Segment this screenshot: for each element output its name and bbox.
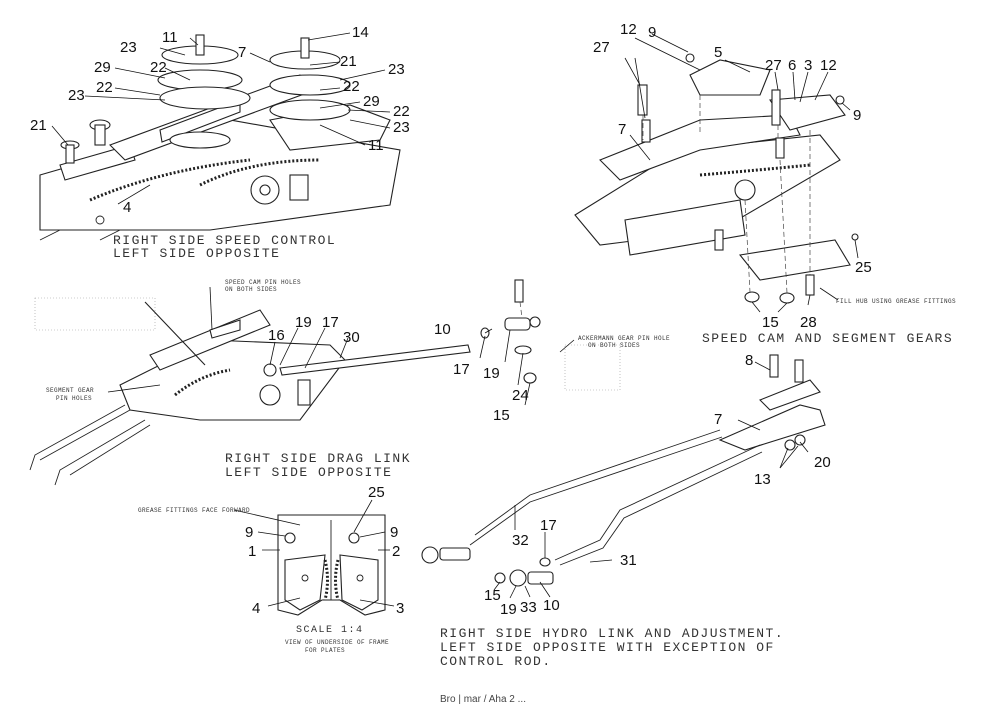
callout-number: 4 bbox=[252, 600, 260, 617]
callout-number: 23 bbox=[393, 119, 410, 136]
callout-number: 8 bbox=[745, 352, 753, 369]
caption-underside-2: FOR PLATES bbox=[305, 647, 345, 654]
callout-number: 5 bbox=[714, 44, 722, 61]
callout-number: 22 bbox=[150, 59, 167, 76]
callout-number: 21 bbox=[340, 53, 357, 70]
callout-number: 7 bbox=[618, 121, 626, 138]
callout-number: 7 bbox=[238, 44, 246, 61]
callout-number: 19 bbox=[500, 601, 517, 618]
caption-drag-link-2: LEFT SIDE OPPOSITE bbox=[225, 465, 392, 480]
callout-number: 13 bbox=[754, 471, 771, 488]
hydro-link-assembly bbox=[421, 354, 826, 587]
callout-number: 6 bbox=[788, 57, 796, 74]
leader-lines bbox=[51, 32, 859, 607]
callout-number: 3 bbox=[804, 57, 812, 74]
callout-number: 17 bbox=[453, 361, 470, 378]
caption-drag-link-1: RIGHT SIDE DRAG LINK bbox=[225, 451, 411, 466]
caption-speed-control-2: LEFT SIDE OPPOSITE bbox=[113, 246, 280, 261]
callout-number: 15 bbox=[762, 314, 779, 331]
callout-number: 10 bbox=[434, 321, 451, 338]
note-ackermann-1: ACKERMANN GEAR PIN HOLE bbox=[578, 335, 670, 342]
drag-link-assembly bbox=[29, 279, 621, 486]
callout-number: 23 bbox=[68, 87, 85, 104]
callout-number: 16 bbox=[268, 327, 285, 344]
caption-underside-1: VIEW OF UNDERSIDE OF FRAME bbox=[285, 639, 389, 646]
callout-number: 2 bbox=[392, 543, 400, 560]
callout-number: 11 bbox=[162, 29, 178, 46]
callout-number: 9 bbox=[390, 524, 398, 541]
caption-hydro-2: LEFT SIDE OPPOSITE WITH EXCEPTION OF bbox=[440, 640, 775, 655]
callout-number: 12 bbox=[620, 21, 637, 38]
callout-numbers: 11 14 23 7 21 23 29 22 22 22 23 29 22 21… bbox=[30, 21, 872, 618]
callout-number: 30 bbox=[343, 329, 360, 346]
callout-number: 19 bbox=[483, 365, 500, 382]
callout-number: 23 bbox=[120, 39, 137, 56]
note-speed-cam-pin-1: SPEED CAM PIN HOLES bbox=[225, 279, 301, 286]
note-speed-cam-pin-2: ON BOTH SIDES bbox=[225, 286, 277, 293]
callout-number: 25 bbox=[368, 484, 385, 501]
callout-number: 10 bbox=[543, 597, 560, 614]
callout-number: 28 bbox=[800, 314, 817, 331]
callout-number: 15 bbox=[484, 587, 501, 604]
callout-number: 15 bbox=[493, 407, 510, 424]
callout-number: 29 bbox=[94, 59, 111, 76]
caption-hydro-1: RIGHT SIDE HYDRO LINK AND ADJUSTMENT. bbox=[440, 626, 784, 641]
callout-number: 22 bbox=[393, 103, 410, 120]
callout-number: 20 bbox=[814, 454, 831, 471]
callout-number: 33 bbox=[520, 599, 537, 616]
callout-number: 29 bbox=[363, 93, 380, 110]
callout-number: 23 bbox=[388, 61, 405, 78]
callout-number: 9 bbox=[245, 524, 253, 541]
callout-number: 32 bbox=[512, 532, 529, 549]
callout-number: 22 bbox=[96, 79, 113, 96]
callout-number: 31 bbox=[620, 552, 637, 569]
footer-text: Bro | mar / Aha 2 ... bbox=[440, 694, 526, 705]
callout-number: 27 bbox=[593, 39, 610, 56]
callout-number: 9 bbox=[648, 24, 656, 41]
note-fill-hub: FILL HUB USING GREASE FITTINGS bbox=[836, 298, 956, 305]
callout-number: 21 bbox=[30, 117, 47, 134]
callout-number: 12 bbox=[820, 57, 837, 74]
callout-number: 25 bbox=[855, 259, 872, 276]
callout-number: 3 bbox=[396, 600, 404, 617]
speed-cam-assembly bbox=[574, 53, 859, 304]
callout-number: 24 bbox=[512, 387, 529, 404]
callout-number: 19 bbox=[295, 314, 312, 331]
callout-number: 27 bbox=[765, 57, 782, 74]
callout-number: 1 bbox=[248, 543, 256, 560]
callout-number: 22 bbox=[343, 78, 360, 95]
callout-number: 17 bbox=[540, 517, 557, 534]
speed-control-assembly bbox=[39, 34, 401, 241]
callout-number: 7 bbox=[714, 411, 722, 428]
note-segment-gear-2: PIN HOLES bbox=[56, 395, 92, 402]
note-grease: GREASE FITTINGS FACE FORWARD bbox=[138, 507, 250, 514]
caption-speed-control-1: RIGHT SIDE SPEED CONTROL bbox=[113, 233, 336, 248]
caption-hydro-3: CONTROL ROD. bbox=[440, 654, 552, 669]
note-segment-gear-1: SEGMENT GEAR bbox=[46, 387, 94, 394]
callout-number: 14 bbox=[352, 24, 369, 41]
caption-speed-cam: SPEED CAM AND SEGMENT GEARS bbox=[702, 331, 953, 346]
callout-number: 9 bbox=[853, 107, 861, 124]
callout-number: 17 bbox=[322, 314, 339, 331]
caption-scale: SCALE 1:4 bbox=[296, 625, 364, 636]
callout-number: 11 bbox=[368, 137, 384, 154]
note-ackermann-2: ON BOTH SIDES bbox=[588, 342, 640, 349]
underside-view bbox=[277, 514, 386, 616]
callout-number: 4 bbox=[123, 199, 131, 216]
